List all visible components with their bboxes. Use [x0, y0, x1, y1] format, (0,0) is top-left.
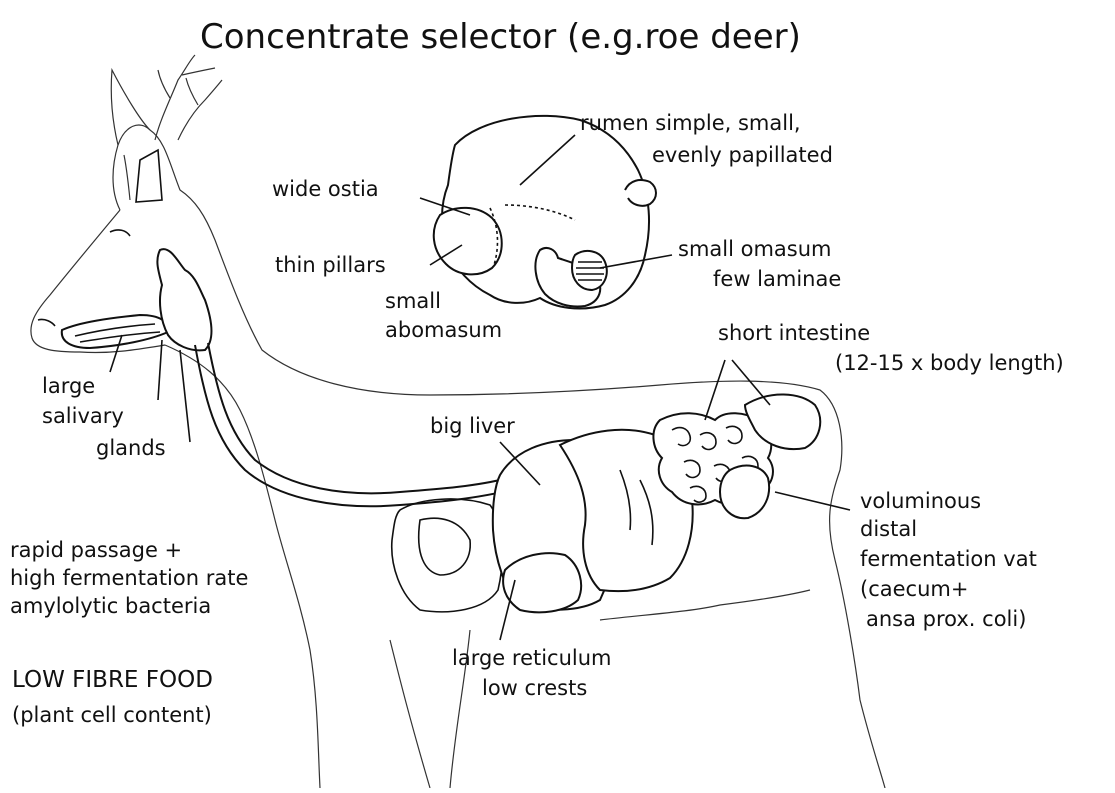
label-rumen-1: rumen simple, small, [580, 111, 801, 135]
label-vat-5: ansa prox. coli) [866, 607, 1026, 631]
label-abomasum-2: abomasum [385, 318, 502, 342]
label-salivary-3: glands [96, 436, 166, 460]
label-thin-pillars: thin pillars [275, 253, 386, 277]
label-vat-4: (caecum+ [860, 577, 968, 601]
diagram-title: Concentrate selector (e.g.roe deer) [200, 17, 801, 57]
stomach-inset [434, 116, 656, 309]
label-vat-1: voluminous [860, 489, 981, 513]
label-food-2: (plant cell content) [12, 703, 212, 727]
label-reticulum-1: large reticulum [452, 646, 612, 670]
label-salivary-2: salivary [42, 404, 124, 428]
label-vat-2: distal [860, 517, 917, 541]
label-intestine-1: short intestine [718, 321, 870, 345]
label-omasum-2: few laminae [713, 267, 841, 291]
label-omasum-1: small omasum [678, 237, 832, 261]
label-wide-ostia: wide ostia [272, 177, 379, 201]
label-reticulum-2: low crests [482, 676, 587, 700]
label-intestine-2: (12-15 x body length) [835, 351, 1064, 375]
label-big-liver: big liver [430, 414, 515, 438]
label-abomasum-1: small [385, 289, 441, 313]
label-salivary-1: large [42, 374, 95, 398]
label-rumen-2: evenly papillated [652, 143, 833, 167]
label-vat-3: fermentation vat [860, 547, 1037, 571]
label-food-1: LOW FIBRE FOOD [12, 667, 213, 693]
label-passage-1: rapid passage + [10, 538, 182, 562]
label-passage-3: amylolytic bacteria [10, 594, 211, 618]
heart-lungs [392, 499, 503, 612]
salivary-glands [62, 249, 212, 350]
label-passage-2: high fermentation rate [10, 566, 248, 590]
